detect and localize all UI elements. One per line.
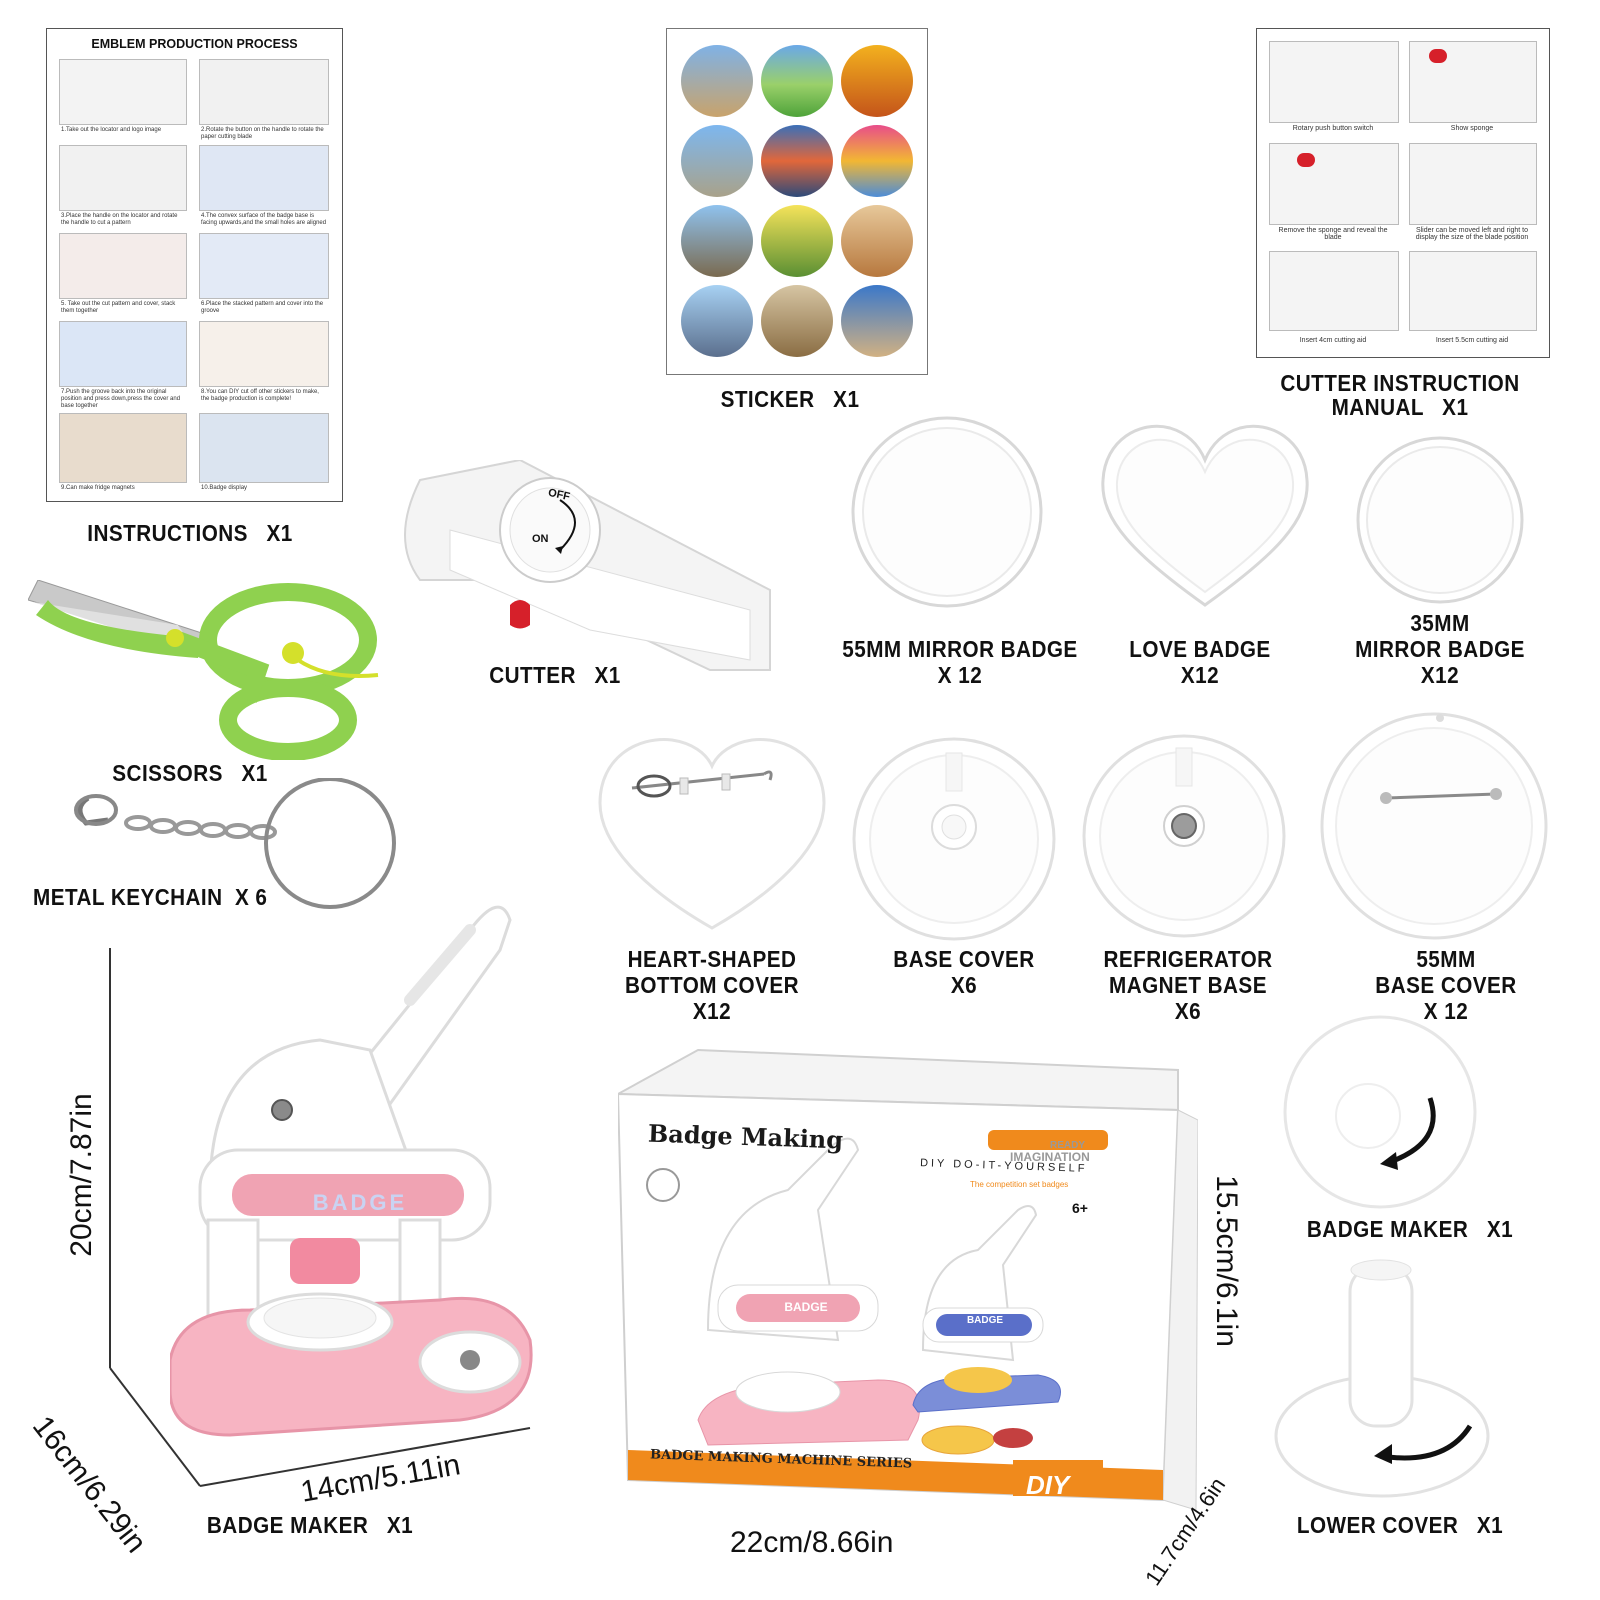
step-image	[59, 145, 187, 211]
lower-cover	[1274, 1259, 1490, 1498]
base55-label-2: BASE COVER	[1375, 972, 1517, 998]
step-caption: 1.Take out the locator and logo image	[61, 127, 162, 133]
dimension-lines	[109, 948, 531, 1487]
cutter-manual-sheet: Rotary push button switch Show sponge Re…	[1256, 28, 1550, 358]
step-caption: 9.Can make fridge magnets	[61, 485, 135, 491]
keychain-icon	[74, 778, 396, 909]
box-width-dimension: 22cm/8.66in	[730, 1526, 894, 1559]
mirror35-label-2: MIRROR BADGE	[1355, 636, 1525, 662]
step-image	[59, 321, 187, 387]
step-caption: 7.Push the groove back into the original…	[61, 389, 181, 409]
base-cover-label-2: X6	[950, 972, 978, 998]
instructions-title: EMBLEM PRODUCTION PROCESS	[91, 37, 298, 51]
badge-maker-disc	[1283, 1015, 1477, 1209]
box-mini-pink-label: BADGE	[784, 1300, 828, 1314]
product-box	[618, 1048, 1198, 1511]
height-dimension: 20cm/7.87in	[65, 1093, 98, 1257]
manual-caption: Insert 5.5cm cutting aid	[1435, 337, 1509, 344]
manual-image	[1269, 251, 1399, 331]
box-imagination-text: IMAGINATION	[1010, 1150, 1090, 1164]
mirror-badge-55mm	[851, 416, 1043, 608]
love-label-1: LOVE BADGE	[1129, 636, 1271, 662]
manual-image	[1409, 143, 1537, 225]
cutter-manual-label-1: CUTTER INSTRUCTION	[1280, 370, 1520, 396]
mirror55-label-2: X 12	[937, 662, 983, 688]
mirror35-label-3: X12	[1420, 662, 1460, 688]
sticker-label: STICKER X1	[720, 386, 860, 412]
step-image	[199, 321, 329, 387]
scissors-label: SCISSORS X1	[112, 760, 268, 786]
base-cover-55mm	[1320, 712, 1548, 940]
step-image	[199, 413, 329, 483]
instructions-label: INSTRUCTIONS X1	[87, 520, 293, 546]
heart-cover-label-2: BOTTOM COVER	[624, 972, 800, 998]
mirror-badge-35mm	[1356, 436, 1524, 604]
step-image	[199, 59, 329, 125]
red-sponge-icon	[1297, 153, 1315, 167]
sticker-circles	[681, 45, 913, 357]
lower-cover-label: LOWER COVER X1	[1296, 1512, 1504, 1538]
manual-image	[1409, 251, 1537, 331]
step-caption: 5. Take out the cut pattern and cover, s…	[61, 301, 176, 314]
step-caption: 2.Rotate the button on the handle to rot…	[201, 127, 324, 140]
heart-cover-label-3: X12	[692, 998, 732, 1024]
step-caption: 6.Place the stacked pattern and cover in…	[201, 301, 324, 314]
box-age: 6+	[1072, 1200, 1088, 1216]
manual-caption: Remove the sponge and reveal the blade	[1278, 227, 1388, 241]
fridge-label-3: X6	[1174, 998, 1202, 1024]
manual-caption: Rotary push button switch	[1292, 125, 1374, 132]
instructions-sheet: EMBLEM PRODUCTION PROCESS 1.Take out the…	[46, 28, 343, 502]
mirror35-label-1: 35MM	[1410, 610, 1470, 636]
sticker-sheet	[666, 28, 928, 375]
step-caption: 4.The convex surface of the badge base i…	[201, 213, 327, 226]
box-diy-badge: DIY	[1026, 1470, 1070, 1500]
step-image	[59, 59, 187, 125]
scissors-icon	[28, 580, 379, 760]
fridge-label-1: REFRIGERATOR	[1103, 946, 1273, 972]
manual-image	[1269, 143, 1399, 225]
love-badge	[1101, 424, 1309, 607]
base-cover	[852, 737, 1056, 941]
manual-caption: Slider can be moved left and right to di…	[1415, 227, 1529, 241]
fridge-label-2: MAGNET BASE	[1109, 972, 1267, 998]
badge-press-icon	[170, 905, 533, 1437]
badge-maker-right-label: BADGE MAKER X1	[1306, 1216, 1514, 1242]
base55-label-1: 55MM	[1416, 946, 1476, 972]
step-image	[199, 233, 329, 299]
keychain-label: METAL KEYCHAIN X 6	[33, 884, 268, 910]
manual-image	[1409, 41, 1537, 123]
cutter-manual-label-2: MANUAL X1	[1331, 394, 1469, 420]
box-mini-blue-label: BADGE	[966, 1315, 1004, 1326]
heart-cover-label-1: HEART-SHAPED	[627, 946, 797, 972]
base55-label-3: X 12	[1423, 998, 1469, 1024]
cutter-on-text: ON	[532, 533, 549, 545]
step-image	[59, 413, 187, 483]
manual-caption: Show sponge	[1450, 125, 1494, 132]
cutter-icon	[404, 460, 771, 671]
manual-image	[1269, 41, 1399, 123]
fridge-magnet-base	[1082, 734, 1286, 938]
love-label-2: X12	[1180, 662, 1220, 688]
step-image	[199, 145, 329, 211]
badge-maker-left-label: BADGE MAKER X1	[206, 1512, 414, 1538]
arrow-icon	[1379, 1424, 1473, 1461]
red-sponge-icon	[1429, 49, 1447, 63]
cutter-label: CUTTER X1	[489, 662, 621, 688]
box-subtitle: The competition set badges	[970, 1180, 1069, 1189]
mirror55-label-1: 55MM MIRROR BADGE	[842, 636, 1078, 662]
arrow-icon	[1389, 1097, 1436, 1165]
step-caption: 3.Place the handle on the locator and ro…	[61, 213, 178, 226]
step-image	[59, 233, 187, 299]
manual-caption: Insert 4cm cutting aid	[1299, 337, 1367, 344]
box-height-dimension: 15.5cm/6.1in	[1210, 1175, 1243, 1347]
press-badge-text: BADGE	[312, 1190, 408, 1215]
step-caption: 10.Badge display	[201, 485, 248, 491]
base-cover-label-1: BASE COVER	[893, 946, 1035, 972]
heart-bottom-cover	[598, 738, 826, 930]
box-ready-text: READY	[1050, 1140, 1086, 1151]
step-caption: 8.You can DIY cut off other stickers to …	[201, 389, 319, 402]
